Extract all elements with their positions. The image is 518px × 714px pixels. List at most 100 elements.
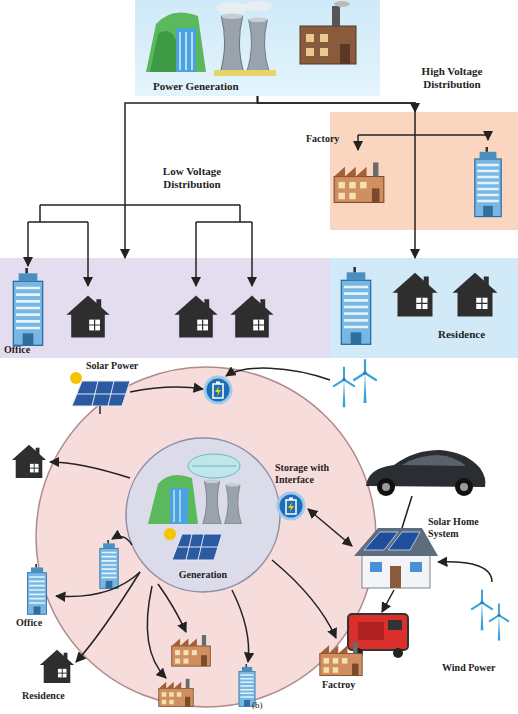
solar-panel-icon	[164, 528, 222, 560]
solar-home-icon-part	[364, 532, 398, 550]
icon-label: Factroy	[322, 679, 382, 691]
feeder-arrow	[258, 96, 416, 112]
wind-turbine-icon	[472, 591, 492, 631]
wind-turbine-icon	[354, 360, 376, 403]
hydro-dam-icon-part	[148, 475, 198, 524]
coal-plant-icon	[300, 1, 356, 64]
circle-shape	[126, 438, 280, 592]
branch-wire-part	[357, 135, 359, 150]
hydro-dam-icon-part	[146, 12, 206, 72]
feeder-arrow	[125, 96, 258, 258]
solar-panel-icon-part	[70, 372, 82, 384]
power-wire-part	[438, 562, 492, 582]
office-icon	[27, 564, 46, 614]
car-icon-part	[382, 483, 390, 491]
generator-icon-part	[393, 648, 403, 658]
hydro-dam-icon-part	[170, 488, 188, 524]
cooling-tower-icon-part	[247, 17, 269, 72]
house-icon	[12, 445, 46, 478]
low-voltage-band: Low Voltage Distribution	[0, 258, 330, 358]
cooling-tower-icon-part	[214, 70, 276, 76]
branch-wire-part	[195, 222, 197, 286]
office-icon	[100, 540, 118, 588]
distribution-circle: Storage with InterfaceGeneration	[35, 366, 377, 708]
branch-wire-part	[358, 134, 488, 136]
hydro-dam-icon-part	[176, 28, 196, 72]
solar-panel-icon-part	[164, 528, 176, 540]
power-wire-part	[76, 572, 140, 662]
coal-plant-icon-part	[320, 34, 328, 42]
solar-home-icon-part	[390, 566, 401, 588]
power-wire-part	[50, 462, 130, 478]
car-icon-part	[460, 483, 468, 491]
power-wire-part	[158, 584, 186, 632]
solar-home-icon-part	[410, 562, 422, 572]
generator-icon-part	[348, 614, 408, 650]
high-voltage-band: High Voltage Distribution	[330, 112, 518, 230]
car-icon-part	[377, 478, 395, 496]
solar-home-icon-part	[362, 552, 430, 588]
generation-circle: Generation	[125, 437, 281, 593]
coal-plant-icon-part	[334, 1, 350, 7]
branch-wire-part	[28, 205, 252, 222]
car-icon	[366, 450, 485, 496]
solar-panel-icon-part	[72, 381, 130, 406]
hydro-dam-icon-part	[150, 31, 182, 72]
house-icon	[393, 273, 438, 317]
branch-wire-part	[487, 135, 489, 140]
branch-wire	[358, 135, 488, 150]
solar-panel-icon-part	[99, 406, 101, 414]
office-icon	[341, 267, 370, 344]
feeder-arrow	[258, 96, 416, 258]
cooling-tower-icon	[214, 1, 276, 76]
office-icon	[13, 268, 42, 345]
house-icon	[230, 296, 273, 338]
hydro-dome-icon	[188, 454, 240, 478]
power-wire-part	[130, 387, 203, 392]
solar-home-icon-part	[370, 562, 382, 572]
icon-label: Factory	[306, 133, 366, 145]
cooling-tower-icon-part	[203, 479, 221, 524]
power-wire-part	[56, 572, 140, 597]
power-wire-part	[272, 560, 336, 638]
solar-panel-icon-part	[178, 534, 218, 560]
hydro-dome-icon-part	[188, 454, 240, 478]
power-wire-part	[402, 496, 412, 528]
car-icon-part	[366, 450, 485, 487]
house-icon	[66, 296, 109, 338]
factory-icon	[320, 642, 362, 676]
generator-icon-part	[353, 648, 363, 658]
coal-plant-icon-part	[306, 34, 314, 42]
house-icon	[453, 273, 498, 317]
branch-wire-part	[40, 204, 240, 206]
factory-icon	[334, 162, 384, 202]
power-wire-part	[232, 590, 249, 662]
cooling-tower-icon	[203, 479, 242, 524]
cooling-tower-icon-part	[216, 2, 248, 14]
power-wire-part	[382, 590, 394, 612]
coal-plant-icon-part	[340, 44, 350, 64]
storage-icon	[278, 493, 304, 519]
icon-label: Wind Power	[442, 662, 518, 674]
coal-plant-icon-part	[306, 48, 314, 56]
factory-icon	[172, 635, 211, 666]
circle-shape	[36, 367, 376, 707]
solar-panel-icon-part	[172, 534, 222, 560]
wind-turbine-icon	[490, 604, 509, 640]
icon-label: Residence	[22, 690, 92, 702]
power-wire	[308, 496, 492, 612]
power-wire	[50, 462, 336, 678]
generator-icon-part	[388, 620, 402, 630]
power-wire-part	[226, 368, 330, 380]
hydro-dam-icon-part	[180, 32, 192, 70]
power-wire	[130, 368, 330, 392]
icon-label: Office	[4, 344, 54, 356]
node-label: Power Generation	[153, 80, 303, 93]
solar-panel-icon-part	[77, 381, 126, 406]
office-icon	[475, 147, 501, 217]
coal-plant-icon-part	[320, 48, 328, 56]
